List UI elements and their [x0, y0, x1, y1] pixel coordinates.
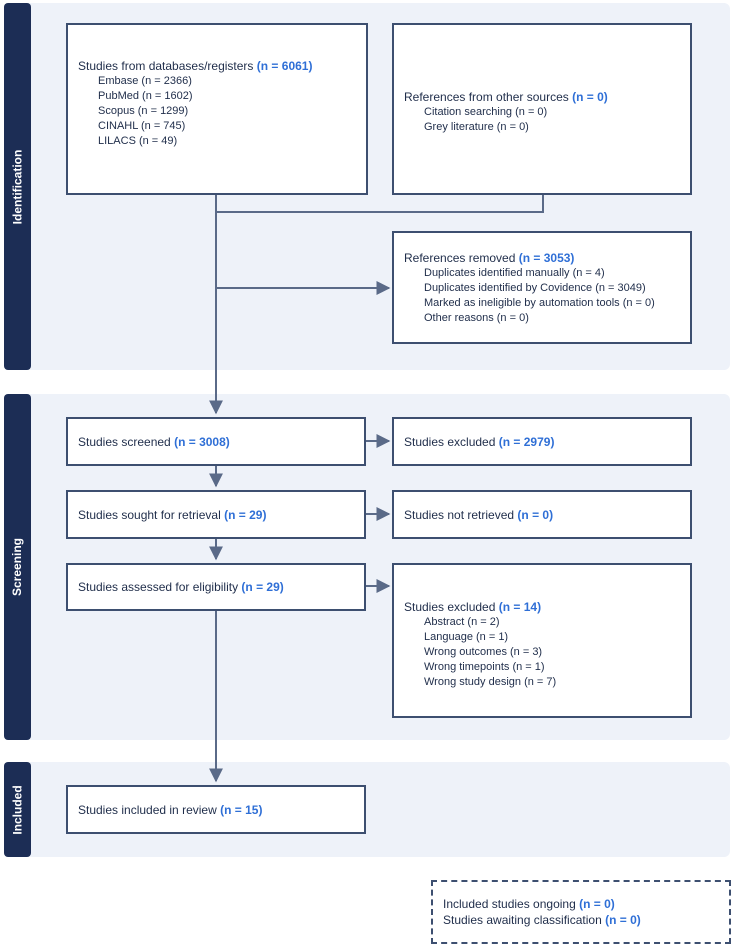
not-retrieved-heading: Studies not retrieved (n = 0)	[404, 507, 680, 523]
included-count: (n = 15)	[220, 802, 263, 817]
elig-excluded-count: (n = 14)	[498, 600, 542, 614]
assessed-box: Studies assessed for eligibility (n = 29…	[66, 563, 366, 611]
screened-count: (n = 3008)	[174, 434, 230, 449]
databases-item: Embase (n = 2366)	[98, 75, 192, 87]
screened-title: Studies screened	[78, 434, 171, 449]
removed-item: Other reasons (n = 0)	[424, 312, 529, 324]
other-sources-heading: References from other sources (n = 0)	[404, 89, 680, 105]
databases-item: LILACS (n = 49)	[98, 135, 178, 147]
removed-heading: References removed (n = 3053)	[404, 250, 680, 266]
assessed-heading: Studies assessed for eligibility (n = 29…	[78, 579, 354, 595]
not-retrieved-box: Studies not retrieved (n = 0)	[392, 490, 692, 539]
elig-excluded-item: Wrong study design (n = 7)	[424, 676, 557, 688]
databases-item: Scopus (n = 1299)	[98, 105, 189, 117]
other-sources-item: Grey literature (n = 0)	[424, 121, 529, 133]
awaiting-count: (n = 0)	[605, 913, 641, 927]
ongoing-line-1: Included studies ongoing (n = 0)	[443, 896, 719, 912]
ongoing-title: Included studies ongoing	[443, 897, 576, 911]
elig-excluded-item: Wrong timepoints (n = 1)	[424, 661, 545, 673]
sought-title: Studies sought for retrieval	[78, 507, 221, 522]
screen-excluded-heading: Studies excluded (n = 2979)	[404, 434, 680, 450]
assessed-count: (n = 29)	[241, 580, 284, 594]
databases-count: (n = 6061)	[256, 59, 313, 73]
identification-phase-label: Identification	[4, 3, 31, 370]
elig-excluded-item: Language (n = 1)	[424, 631, 509, 643]
databases-item: CINAHL (n = 745)	[98, 120, 186, 132]
screened-box: Studies screened (n = 3008)	[66, 417, 366, 466]
databases-item: PubMed (n = 1602)	[98, 90, 193, 102]
references-removed-box: References removed (n = 3053) Duplicates…	[392, 231, 692, 344]
removed-count: (n = 3053)	[518, 251, 575, 265]
included-title: Studies included in review	[78, 802, 217, 817]
other-sources-box: References from other sources (n = 0) Ci…	[392, 23, 692, 195]
eligibility-excluded-box: Studies excluded (n = 14) Abstract (n = …	[392, 563, 692, 718]
elig-excluded-title: Studies excluded	[404, 600, 496, 614]
removed-item: Duplicates identified manually (n = 4)	[424, 267, 605, 279]
screen-excluded-box: Studies excluded (n = 2979)	[392, 417, 692, 466]
removed-item: Marked as ineligible by automation tools…	[424, 297, 655, 309]
sought-count: (n = 29)	[224, 507, 267, 522]
other-sources-title: References from other sources	[404, 90, 569, 104]
sought-heading: Studies sought for retrieval (n = 29)	[78, 507, 354, 523]
other-sources-item: Citation searching (n = 0)	[424, 106, 548, 118]
screen-excluded-count: (n = 2979)	[498, 434, 555, 449]
assessed-title: Studies assessed for eligibility	[78, 580, 239, 594]
elig-excluded-item: Abstract (n = 2)	[424, 616, 500, 628]
elig-excluded-item: Wrong outcomes (n = 3)	[424, 646, 543, 658]
awaiting-title: Studies awaiting classification	[443, 913, 602, 927]
databases-box: Studies from databases/registers (n = 60…	[66, 23, 368, 195]
removed-item: Duplicates identified by Covidence (n = …	[424, 282, 646, 294]
included-phase-label: Included	[4, 762, 31, 857]
not-retrieved-count: (n = 0)	[517, 507, 554, 522]
sought-box: Studies sought for retrieval (n = 29)	[66, 490, 366, 539]
other-sources-count: (n = 0)	[572, 90, 608, 104]
included-heading: Studies included in review (n = 15)	[78, 802, 354, 818]
elig-excluded-heading: Studies excluded (n = 14)	[404, 599, 680, 615]
ongoing-studies-box: Included studies ongoing (n = 0) Studies…	[431, 880, 731, 944]
screen-excluded-title: Studies excluded	[404, 434, 496, 449]
removed-title: References removed	[404, 251, 516, 265]
screening-phase-label: Screening	[4, 394, 31, 740]
ongoing-count: (n = 0)	[579, 897, 615, 911]
included-box: Studies included in review (n = 15)	[66, 785, 366, 834]
databases-title: Studies from databases/registers	[78, 59, 254, 73]
ongoing-line-2: Studies awaiting classification (n = 0)	[443, 912, 719, 928]
databases-heading: Studies from databases/registers (n = 60…	[78, 58, 356, 74]
screened-heading: Studies screened (n = 3008)	[78, 434, 354, 450]
not-retrieved-title: Studies not retrieved	[404, 507, 515, 522]
